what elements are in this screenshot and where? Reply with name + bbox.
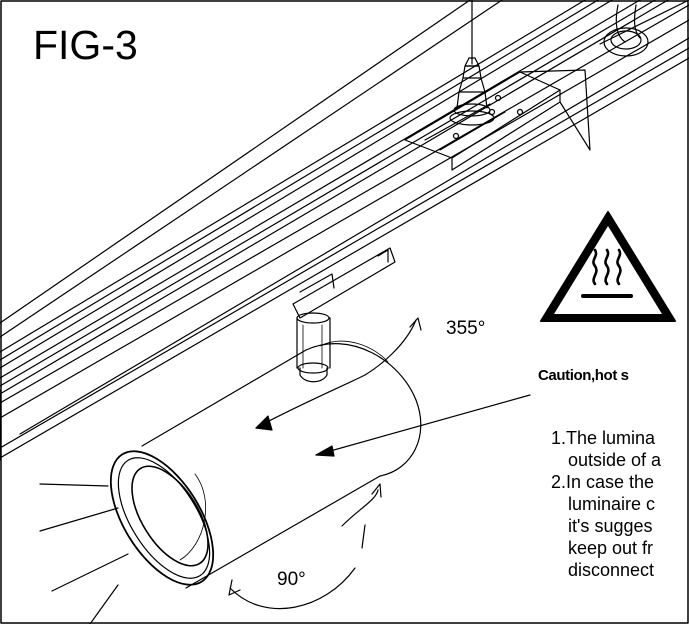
rail-end-cap — [599, 0, 689, 57]
hot-surface-warning-icon — [540, 211, 676, 322]
track-adapter — [292, 247, 396, 319]
note-line: it's sugges — [568, 516, 653, 536]
rail-connector — [404, 69, 591, 171]
note-line: outside of a — [568, 450, 662, 470]
spotlight-body — [141, 340, 422, 589]
pan-rotation-arrow — [255, 317, 422, 431]
figure-title: FIG-3 — [33, 22, 138, 68]
note-line: 1.The lumina — [551, 428, 656, 448]
note-line: keep out fr — [568, 538, 654, 558]
pointer-arrow — [315, 394, 531, 457]
light-rays — [39, 483, 129, 624]
suspension-wire — [449, 0, 495, 126]
pan-angle-label: 355° — [446, 318, 486, 339]
spotlight-lens — [109, 450, 215, 586]
spotlight-stem — [296, 312, 331, 383]
note-line: luminaire c — [568, 494, 656, 514]
caution-heading: Caution,hot s — [538, 367, 629, 384]
note-line: disconnect — [568, 560, 655, 580]
tilt-angle-label: 90° — [277, 569, 306, 590]
track-rail — [0, 0, 689, 461]
note-line: 2.In case the — [551, 472, 655, 492]
tilt-rotation-arrow — [228, 483, 382, 610]
